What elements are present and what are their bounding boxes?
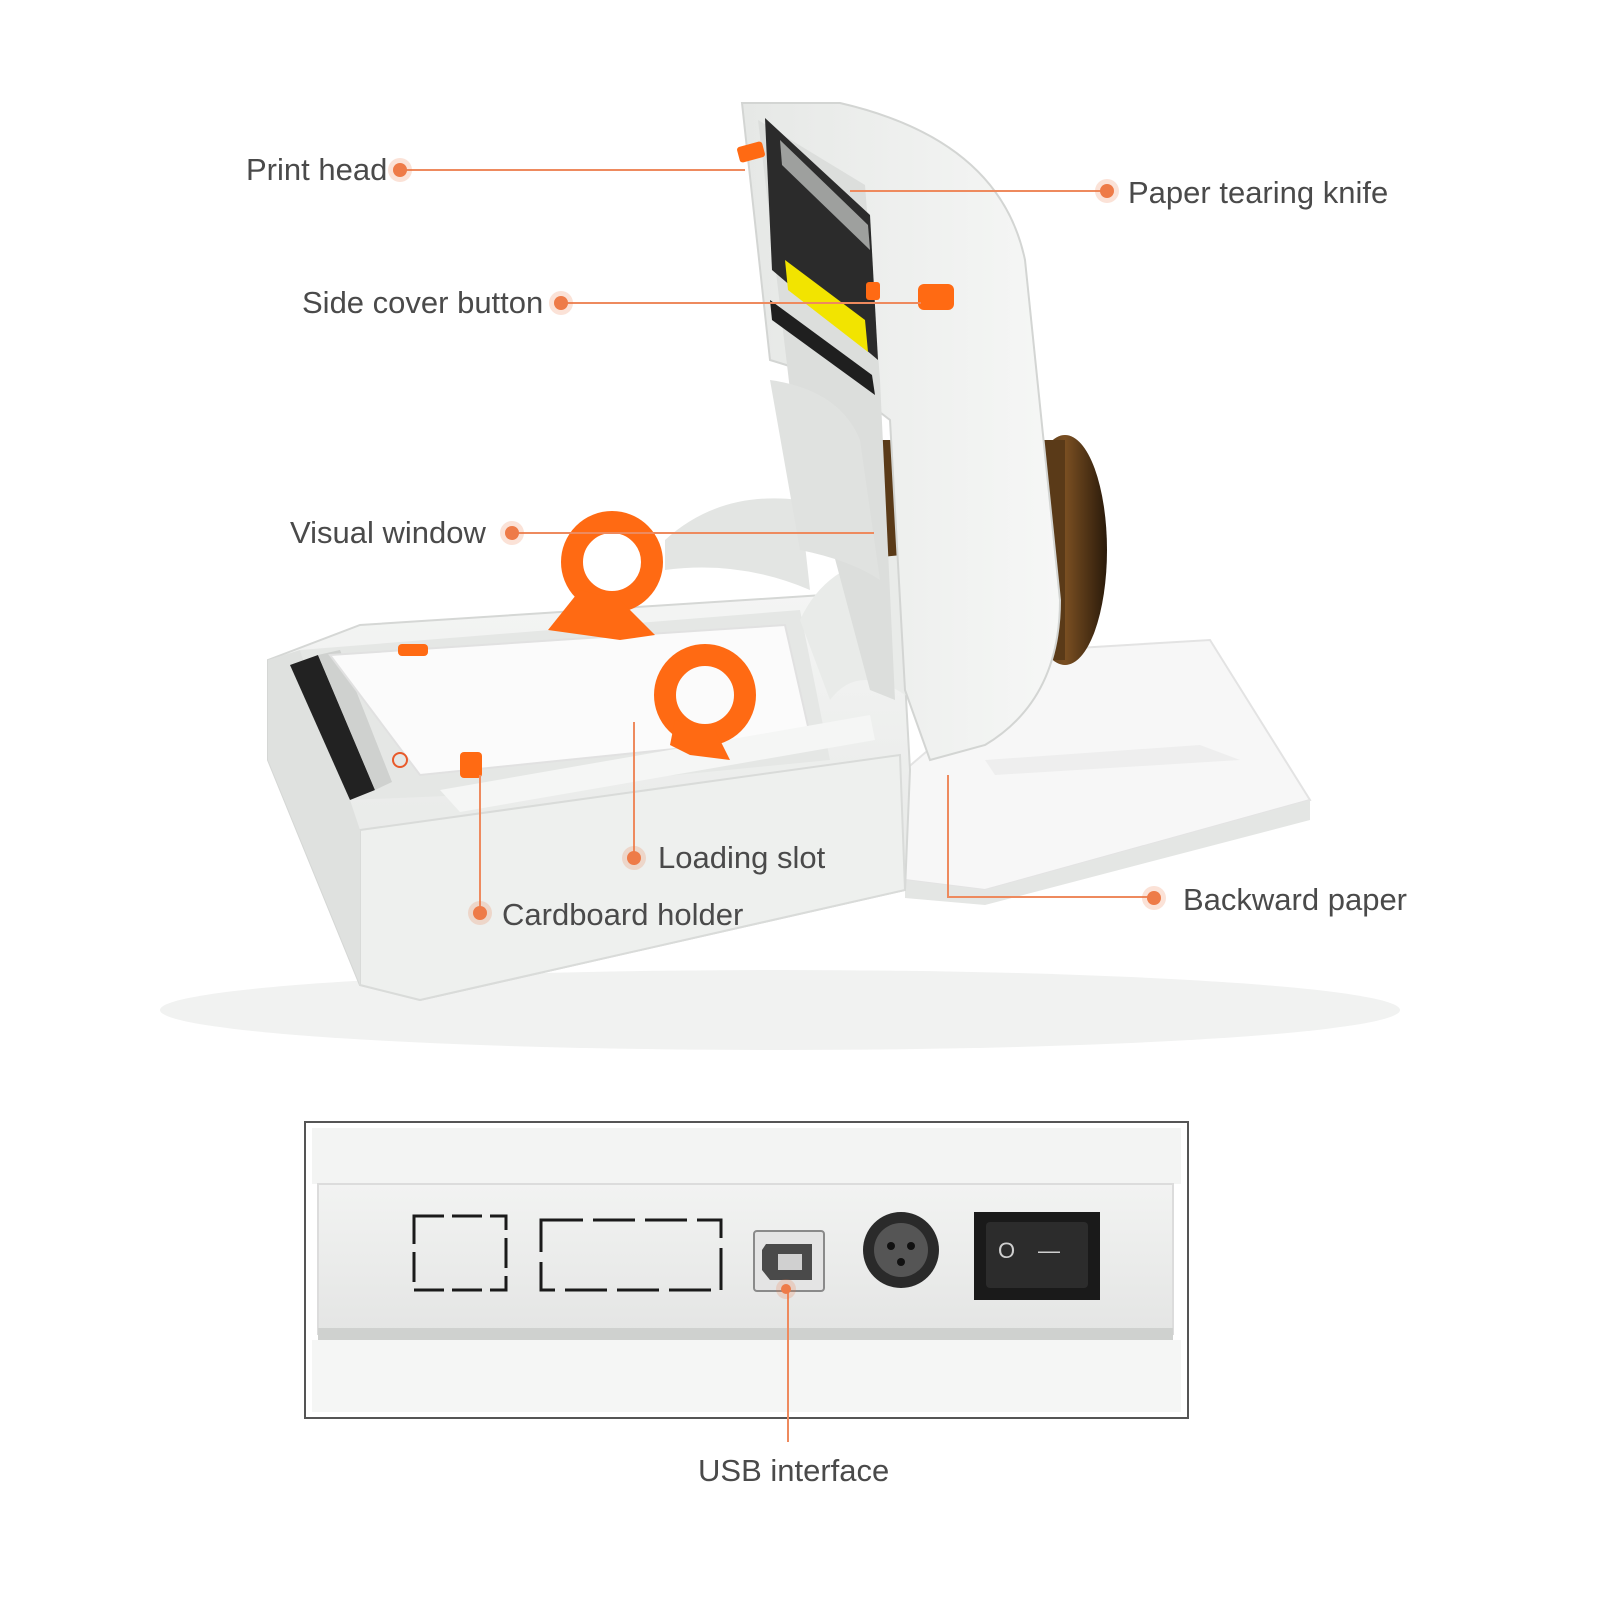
visual-window-leader (512, 532, 874, 534)
port-placeholder-2 (539, 1218, 723, 1292)
switch-off-symbol: O (998, 1238, 1016, 1263)
cardboard-holder-dot (473, 906, 487, 920)
backward-paper-dot (1147, 891, 1161, 905)
backward-paper-leader-h (947, 896, 1155, 898)
floor-shadow (160, 970, 1400, 1050)
side-cover-button-dot (554, 296, 568, 310)
cardboard-holder-tab (460, 752, 482, 778)
label-loading-slot: Loading slot (658, 840, 826, 875)
loading-slot-dot (627, 851, 641, 865)
label-paper-tearing-knife: Paper tearing knife (1128, 175, 1389, 210)
visual-window-dot (505, 526, 519, 540)
rear-panel (304, 1121, 1189, 1419)
printer-lid (737, 102, 1062, 762)
print-head-leader (400, 169, 745, 171)
port-placeholder-1 (412, 1214, 508, 1292)
print-head-assembly (765, 118, 878, 360)
paper-tearing-knife-leader (850, 190, 1108, 192)
label-usb-interface: USB interface (698, 1453, 890, 1488)
orange-spindle-rings (548, 511, 756, 760)
label-cardboard-holder: Cardboard holder (502, 897, 744, 932)
usb-interface-dot (781, 1284, 791, 1294)
backward-paper-leader-v (947, 775, 949, 898)
paper-tearing-knife-dot (1100, 184, 1114, 198)
usb-interface-leader (787, 1290, 789, 1442)
power-jack (863, 1212, 939, 1288)
print-head-dot (393, 163, 407, 177)
side-cover-button-shape (918, 284, 954, 310)
label-print-head: Print head (246, 152, 388, 187)
loading-slot-leader (633, 722, 635, 857)
label-stripe (785, 260, 868, 352)
power-switch (974, 1212, 1100, 1300)
side-cover-button-leader (561, 302, 921, 304)
label-side-cover-button: Side cover button (302, 285, 544, 320)
usb-b-port (753, 1230, 825, 1292)
cardboard-holder-leader (479, 775, 481, 913)
label-visual-window: Visual window (290, 515, 486, 550)
label-backward-paper: Backward paper (1183, 882, 1408, 917)
switch-on-symbol: — (1038, 1238, 1060, 1263)
